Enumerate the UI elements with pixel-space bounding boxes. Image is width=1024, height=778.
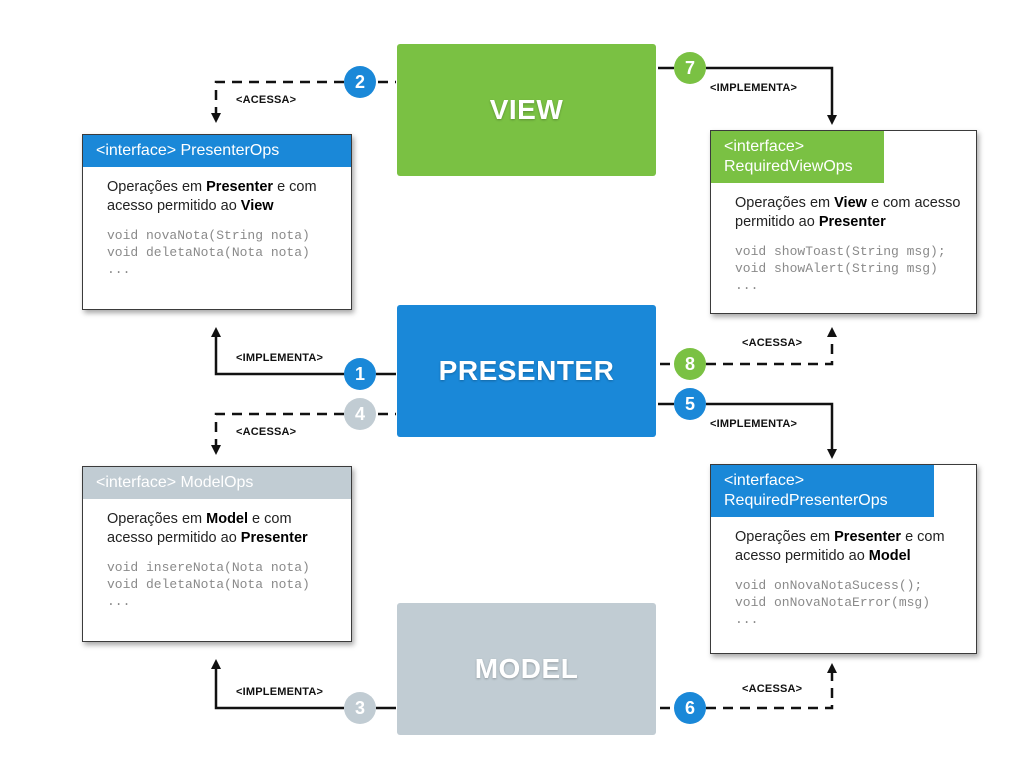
step-badge-4: 4 [344, 398, 376, 430]
code-line: void deletaNota(Nota nota) [107, 577, 310, 592]
model-block: MODEL [397, 603, 656, 735]
card-code: void novaNota(String nota) void deletaNot… [107, 227, 338, 278]
card-required-view-ops: <interface> RequiredViewOps Operações em… [710, 130, 977, 314]
label-acessa-8: <ACESSA> [742, 337, 803, 349]
code-line: ... [107, 262, 131, 277]
code-line: ... [735, 278, 759, 293]
step-badge-7: 7 [674, 52, 706, 84]
desc-emphasis: Presenter [818, 214, 886, 230]
code-line: void insereNota(Nota nota) [107, 560, 310, 575]
desc-emphasis: Model [868, 548, 911, 564]
connector-4 [211, 412, 344, 455]
card-code: void insereNota(Nota nota) void deletaNot… [107, 559, 338, 610]
card-presenter-ops: <interface> PresenterOps Operações em Pr… [82, 134, 352, 310]
code-line: ... [735, 612, 759, 627]
step-badge-3: 3 [344, 692, 376, 724]
presenter-block: PRESENTER [397, 305, 656, 437]
desc-text: e com acesso permitido ao [735, 529, 945, 564]
step-badge-8: 8 [674, 348, 706, 380]
code-line: void novaNota(String nota) [107, 228, 310, 243]
desc-emphasis: Presenter [206, 179, 274, 195]
connector-1 [211, 327, 360, 376]
step-badge-6: 6 [674, 692, 706, 724]
desc-emphasis: Presenter [834, 529, 902, 545]
desc-emphasis: View [834, 195, 867, 211]
label-acessa-2: <ACESSA> [236, 94, 297, 106]
card-description: Operações em View e com acesso permitido… [735, 194, 963, 232]
code-line: void deletaNota(Nota nota) [107, 245, 310, 260]
card-description: Operações em Presenter e com acesso perm… [735, 528, 963, 566]
step-badge-2: 2 [344, 66, 376, 98]
desc-text: e com acesso permitido ao [735, 195, 961, 230]
desc-text: Operações em [735, 529, 835, 545]
card-description: Operações em Model e com acesso permitid… [107, 510, 338, 548]
desc-text: e com acesso permitido ao [107, 179, 317, 214]
code-line: void showAlert(String msg) [735, 261, 938, 276]
card-header: <interface> ModelOps [83, 467, 351, 499]
view-block: VIEW [397, 44, 656, 176]
card-header: <interface> PresenterOps [83, 135, 351, 167]
desc-text: Operações em [107, 179, 207, 195]
connector-8 [706, 327, 837, 366]
connector-7 [706, 66, 837, 125]
label-acessa-4: <ACESSA> [236, 426, 297, 438]
card-code: void showToast(String msg); void showAler… [735, 243, 963, 294]
step-badge-5: 5 [674, 388, 706, 420]
card-code: void onNovaNotaSucess(); void onNovaNotaE… [735, 577, 963, 628]
code-line: void onNovaNotaError(msg) [735, 595, 931, 610]
presenter-title: PRESENTER [438, 355, 615, 386]
code-line: void onNovaNotaSucess(); [735, 578, 923, 593]
desc-text: Operações em [107, 511, 207, 527]
desc-emphasis: Model [206, 511, 249, 527]
model-title: MODEL [474, 653, 579, 684]
card-required-presenter-ops: <interface> RequiredPresenterOps Operaçõ… [710, 464, 977, 654]
connector-6 [706, 663, 837, 710]
step-badge-1: 1 [344, 358, 376, 390]
code-line: void showToast(String msg); [735, 244, 946, 259]
desc-emphasis: View [240, 198, 274, 214]
connector-5 [706, 402, 837, 459]
card-description: Operações em Presenter e com acesso perm… [107, 178, 338, 216]
card-header: <interface> RequiredViewOps [711, 131, 884, 183]
view-title: VIEW [489, 94, 564, 125]
desc-text: e com acesso permitido ao [107, 511, 292, 546]
desc-text: Operações em [735, 195, 835, 211]
label-implementa-1: <IMPLEMENTA> [236, 352, 324, 364]
desc-emphasis: Presenter [240, 530, 308, 546]
connector-3 [211, 659, 344, 710]
label-implementa-3: <IMPLEMENTA> [236, 686, 324, 698]
label-implementa-5: <IMPLEMENTA> [710, 418, 798, 430]
label-acessa-6: <ACESSA> [742, 683, 803, 695]
code-line: ... [107, 594, 131, 609]
card-model-ops: <interface> ModelOps Operações em Model … [82, 466, 352, 642]
connector-2 [211, 80, 344, 123]
label-implementa-7: <IMPLEMENTA> [710, 82, 798, 94]
card-header: <interface> RequiredPresenterOps [711, 465, 934, 517]
